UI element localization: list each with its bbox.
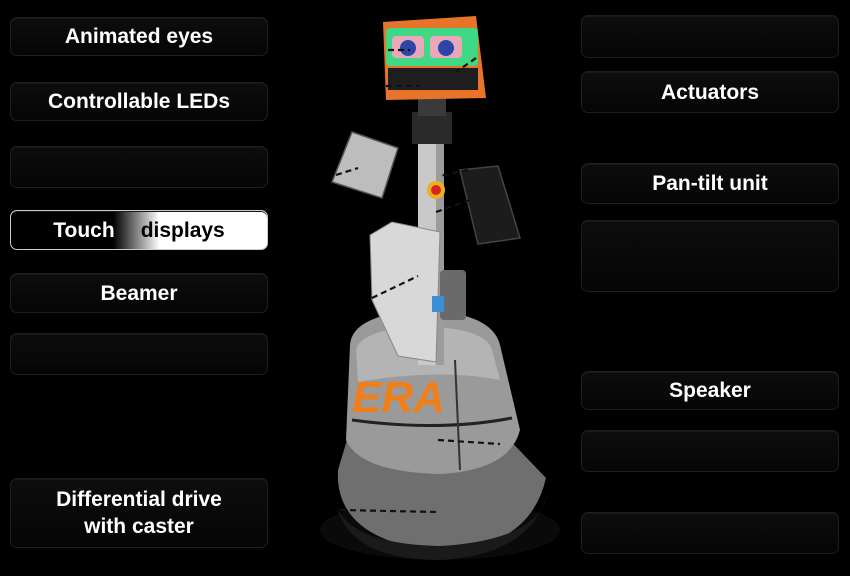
robot-logo: ERA [352, 373, 445, 422]
robot-speaker-unit [440, 270, 466, 320]
robot-emergency-stop-core [431, 185, 441, 195]
robot-base-seam [454, 359, 461, 471]
label-empty-right-1 [581, 15, 839, 58]
label-pan-tilt-unit-text: Pan-tilt unit [652, 172, 768, 195]
arrow-beamer [371, 275, 419, 299]
robot-camera-left [331, 131, 399, 199]
arrow-displays [435, 198, 471, 214]
robot-base-bumper [336, 492, 548, 560]
label-empty-right-3 [581, 430, 839, 472]
robot-touch-display [459, 165, 521, 245]
robot-column-shade [436, 135, 444, 365]
robot-pupil-left [400, 40, 416, 56]
label-controllable-leds: Controllable LEDs [10, 82, 268, 121]
robot-blue-chip [432, 296, 444, 312]
label-differential-drive-line2: with caster [84, 515, 194, 538]
label-speaker: Speaker [581, 371, 839, 410]
label-beamer: Beamer [10, 273, 268, 313]
label-touch-word: Touch [53, 218, 115, 242]
robot-beamer-box [369, 221, 441, 363]
label-pan-tilt-unit: Pan-tilt unit [581, 163, 839, 204]
label-animated-eyes: Animated eyes [10, 17, 268, 56]
arrow-speaker [437, 438, 501, 446]
label-actuators-text: Actuators [660, 80, 760, 104]
arrow-pan-tilt [439, 168, 469, 178]
label-controllable-leds-text: Controllable LEDs [47, 90, 231, 113]
robot-base-slot [351, 416, 513, 428]
label-empty-right-4 [581, 512, 839, 554]
robot-neck [418, 96, 446, 116]
label-displays-word: displays [140, 218, 225, 242]
robot-pan-tilt [412, 112, 452, 144]
label-empty-left-1 [10, 146, 268, 188]
label-touch-displays: Touch displays [10, 210, 268, 250]
label-actuators: Actuators [581, 71, 839, 113]
arrow-camera [335, 166, 359, 177]
robot-led-strip [388, 68, 478, 90]
arrow-drive [339, 508, 439, 514]
robot-pupil-right [438, 40, 454, 56]
label-animated-eyes-text: Animated eyes [64, 25, 214, 48]
label-empty-left-2 [10, 333, 268, 375]
label-speaker-text: Speaker [669, 379, 751, 402]
label-differential-drive-line1: Differential drive [56, 488, 222, 511]
label-beamer-text: Beamer [100, 281, 178, 305]
label-differential-drive: Differential drive with caster [10, 478, 268, 548]
label-empty-right-2 [581, 220, 839, 292]
arrow-actuators [455, 57, 477, 73]
